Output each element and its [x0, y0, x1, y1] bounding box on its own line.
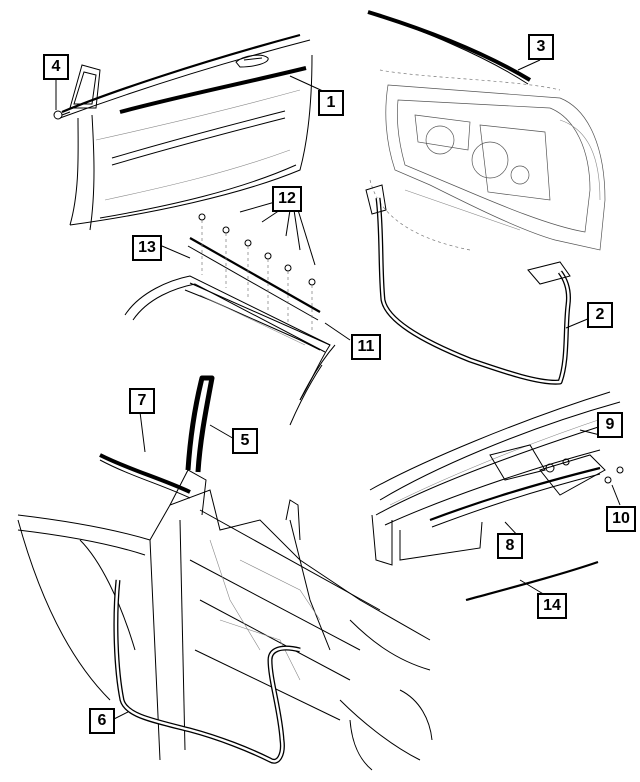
clip-part-10 — [616, 466, 624, 474]
callout-1: 1 — [318, 90, 344, 116]
vehicle-body — [17, 469, 433, 771]
retainer-part-13 — [189, 237, 321, 313]
callout-6: 6 — [89, 708, 115, 734]
door-seal-part-2 — [365, 184, 571, 385]
callout-10: 10 — [606, 506, 636, 532]
windshield-seal-part-7 — [99, 453, 191, 494]
inner-door-panel — [369, 69, 606, 251]
door-illustration — [59, 33, 313, 231]
clip-part-4 — [53, 110, 63, 120]
callout-14: 14 — [537, 593, 567, 619]
rail-seal-part-8 — [429, 466, 601, 522]
roof-header — [124, 275, 336, 426]
callout-8: 8 — [497, 533, 523, 559]
inner-belt-part-3 — [367, 10, 532, 82]
belt-weatherstrip-part-1 — [119, 66, 307, 114]
roof-rail-assembly — [369, 391, 621, 566]
callout-7: 7 — [129, 388, 155, 414]
callout-4: 4 — [43, 54, 69, 80]
callout-12: 12 — [272, 186, 302, 212]
callout-13: 13 — [132, 235, 162, 261]
callout-11: 11 — [351, 334, 381, 360]
a-pillar-seal-part-5 — [185, 375, 215, 473]
drip-molding-part-14 — [465, 560, 599, 602]
callout-9: 9 — [597, 412, 623, 438]
screws-part-12 — [198, 213, 316, 330]
door-opening-seal-part-6 — [113, 579, 301, 764]
callout-2: 2 — [587, 302, 613, 328]
callout-3: 3 — [528, 34, 554, 60]
callout-5: 5 — [232, 428, 258, 454]
